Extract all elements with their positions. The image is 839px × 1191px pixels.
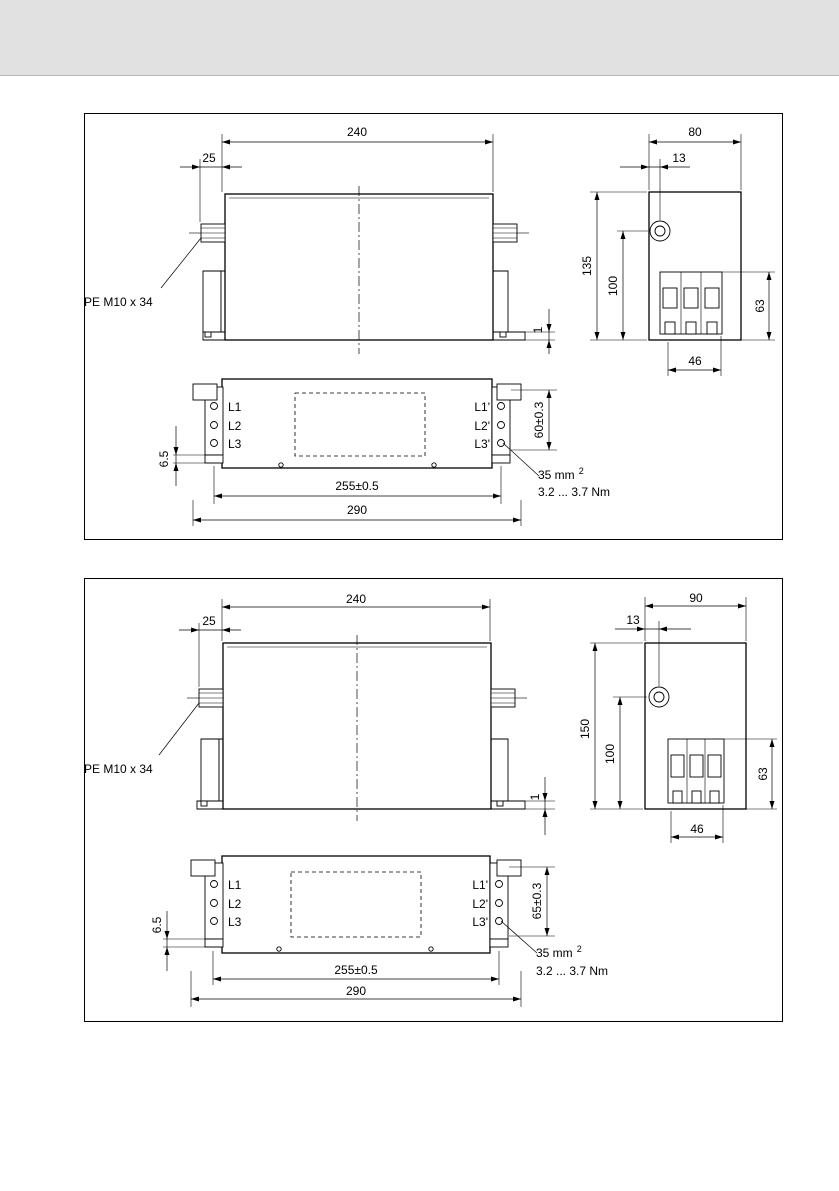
dim-63-side: 63 xyxy=(753,299,767,313)
side-view: 80 13 135 100 63 46 xyxy=(580,125,775,376)
front-view: 240 25 PE M10 x 34 1 xyxy=(85,592,555,835)
bottom-view: L1 L2 L3 L1' L2' L3' 65±0.3 6.5 35 mm 2 2… xyxy=(150,856,608,1007)
page-header-bar xyxy=(0,0,839,76)
dim-65-bottom: 65±0.3 xyxy=(530,882,544,919)
dim-13-side: 13 xyxy=(672,151,686,165)
pe-label: PE M10 x 34 xyxy=(85,762,153,776)
drawing-1-svg: 240 25 PE M10 x 34 1 xyxy=(85,114,782,539)
bottom-view: L1 L2 L3 L1' L2' L3' 60±0.3 6.5 35 mm 2 3… xyxy=(157,379,610,526)
terminal-spec-line1: 35 mm 2 xyxy=(536,944,582,960)
dim-80-side: 80 xyxy=(688,125,702,139)
terminal-spec-sup: 2 xyxy=(577,944,582,954)
drawing-panel-1: 240 25 PE M10 x 34 1 xyxy=(84,113,783,540)
dim-255-bottom: 255±0.5 xyxy=(335,479,379,493)
line-in-l2: L2 xyxy=(228,897,242,911)
dim-25-front: 25 xyxy=(202,614,216,628)
dim-240-front: 240 xyxy=(346,592,366,606)
terminal-spec-mm: 35 mm xyxy=(536,946,573,960)
dim-290-bottom: 290 xyxy=(346,984,366,998)
dim-90-side: 90 xyxy=(689,591,703,605)
dim-63-side: 63 xyxy=(756,767,770,781)
terminal-spec-sup: 2 xyxy=(579,466,584,476)
terminal-spec-line2: 3.2 ... 3.7 Nm xyxy=(538,485,610,499)
dim-46-side: 46 xyxy=(688,354,702,368)
side-view: 90 13 150 100 63 46 xyxy=(578,591,777,843)
dim-255-bottom: 255±0.5 xyxy=(334,963,378,977)
line-in-l1: L1 xyxy=(228,878,242,892)
line-out-l3: L3' xyxy=(472,915,488,929)
dim-1-front: 1 xyxy=(531,326,545,333)
dim-46-side: 46 xyxy=(690,822,704,836)
dim-100-side: 100 xyxy=(603,744,617,764)
pe-stud-right xyxy=(491,689,527,707)
dim-240-front: 240 xyxy=(347,125,367,139)
line-out-l2: L2' xyxy=(474,419,490,433)
pe-stud-left xyxy=(187,689,223,707)
dim-6-5-bottom: 6.5 xyxy=(150,916,164,933)
line-in-l1: L1 xyxy=(228,400,242,414)
dim-13-side: 13 xyxy=(626,613,640,627)
dim-6-5-bottom: 6.5 xyxy=(157,450,171,467)
line-in-l3: L3 xyxy=(228,915,242,929)
dim-60-bottom: 60±0.3 xyxy=(532,401,546,438)
dim-290-bottom: 290 xyxy=(347,503,367,517)
pe-label: PE M10 x 34 xyxy=(85,295,153,309)
dim-100-side: 100 xyxy=(606,276,620,296)
line-out-l3: L3' xyxy=(474,437,490,451)
line-out-l1: L1' xyxy=(474,400,490,414)
line-out-l1: L1' xyxy=(472,878,488,892)
pe-stud-right xyxy=(493,224,529,242)
drawing-2-svg: 240 25 PE M10 x 34 1 90 xyxy=(85,579,782,1021)
dim-25-front: 25 xyxy=(202,151,216,165)
line-in-l3: L3 xyxy=(228,437,242,451)
terminal-spec-line2: 3.2 ... 3.7 Nm xyxy=(536,964,608,978)
line-in-l2: L2 xyxy=(228,419,242,433)
dim-1-front: 1 xyxy=(528,793,542,800)
front-view: 240 25 PE M10 x 34 1 xyxy=(85,125,555,354)
drawing-panel-2: 240 25 PE M10 x 34 1 90 xyxy=(84,578,783,1022)
line-out-l2: L2' xyxy=(472,897,488,911)
pe-stud-left xyxy=(189,224,225,242)
dim-135-side: 135 xyxy=(580,256,594,276)
dim-150-side: 150 xyxy=(578,719,592,739)
terminal-spec-mm: 35 mm xyxy=(538,468,575,482)
terminal-spec-line1: 35 mm 2 xyxy=(538,466,584,482)
